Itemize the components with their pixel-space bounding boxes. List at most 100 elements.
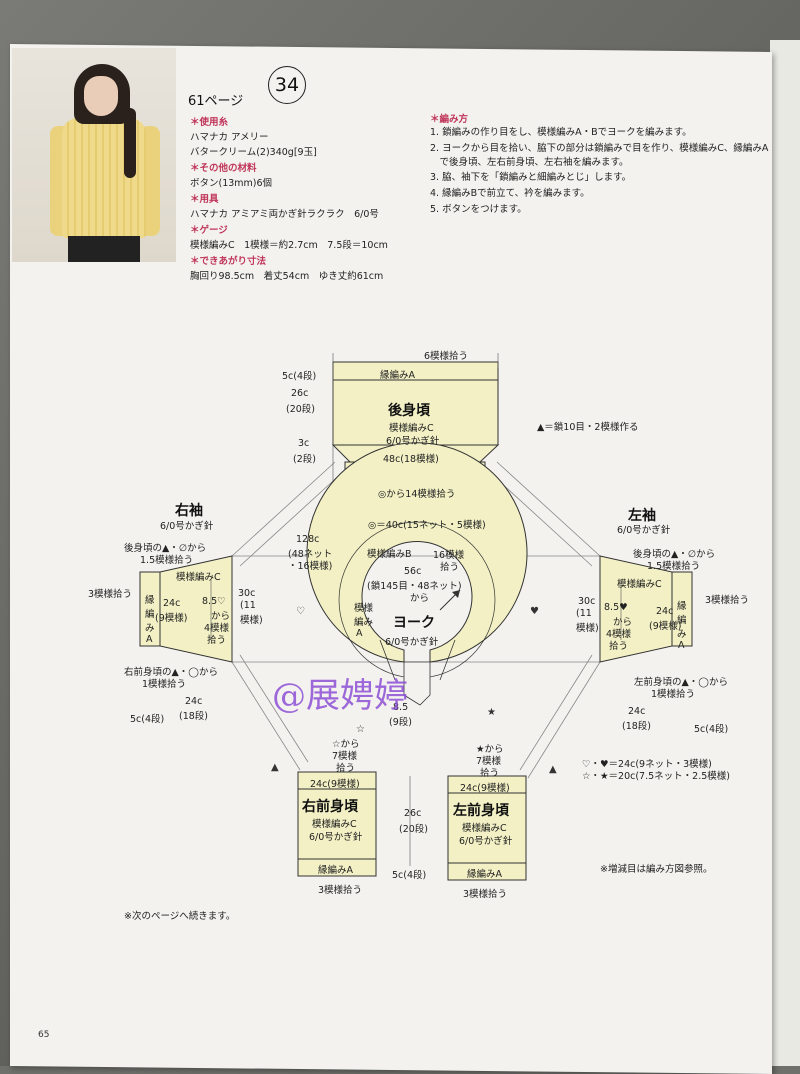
yarn-line1: ハマナカ アメリー [190, 132, 269, 143]
yoke-top-note: ◎＝40c(15ネット・5模様) [368, 520, 486, 531]
left-sleeve-w24: 24c [628, 706, 646, 717]
yoke-pattern-a-1: 模様 [354, 603, 374, 614]
left-sleeve-front-2: 1模様拾う [651, 689, 696, 700]
left-sleeve-w5: 5c(4段) [694, 724, 729, 735]
right-front-width: 24c(9模様) [310, 779, 360, 790]
gauge-title: ＊ゲージ [190, 225, 228, 236]
left-front-from-2: 7模様 [476, 756, 502, 767]
left-sleeve-pattern: 模様編みC [617, 579, 662, 590]
legend-hearts: ♡・♥＝24c(9ネット・3模様) [582, 759, 712, 770]
back-pattern: 模様編みC [389, 423, 434, 434]
right-sleeve-border-4: A [146, 634, 153, 645]
right-front-hook: 6/0号かぎ針 [309, 832, 363, 843]
left-sleeve-border-3: み [677, 629, 687, 640]
instruction-step: 4. 縁編みBで前立て、衿を編みます。 [430, 188, 590, 199]
back-dim-20: (20段) [286, 404, 316, 415]
left-front-dim-5c: 5c(4段) [392, 870, 427, 881]
right-sleeve-hook: 6/0号かぎ針 [160, 521, 214, 532]
yoke-pattern-a-2: 編み [354, 617, 374, 628]
right-sleeve-24c: 24c [163, 598, 181, 609]
instruction-step: 5. ボタンをつけます。 [430, 204, 527, 215]
left-sleeve-pickup-1: 後身頃の▲・∅から [633, 549, 716, 560]
left-sleeve-9: (9模様) [649, 621, 682, 632]
right-sleeve-border-3: み [145, 623, 155, 634]
yoke-outer-1: 128c [296, 534, 320, 545]
left-front-body-piece [409, 775, 527, 881]
back-pickup-bottom: ◎から14模様拾う [378, 489, 456, 500]
instruction-step: 2. ヨークから目を拾い、脇下の部分は鎖編みで目を作り、模様編みC、縁編みA [430, 143, 769, 154]
right-sleeve-border-1: 縁 [145, 595, 155, 606]
back-hook: 6/0号かぎ針 [386, 436, 440, 447]
right-sleeve-pickup-2: 1.5模様拾う [140, 555, 194, 566]
yoke-title: ヨーク [393, 615, 435, 631]
yoke-inner-2: (鎖145目・48ネット) [367, 581, 462, 592]
back-width: 48c(18模様) [383, 454, 439, 465]
right-sleeve-title: 右袖 [175, 503, 203, 519]
star-filled-icon: ★ [487, 707, 496, 718]
yoke-pattern-b: 模様編みB [367, 549, 412, 560]
gauge-line: 模様編みC 1模様＝約2.7cm 7.5段＝10cm [190, 240, 388, 251]
left-sleeve-front-1: 左前身頃の▲・◯から [634, 677, 728, 688]
yoke-outer-3: ・16模様) [288, 561, 333, 572]
right-sleeve-border-2: 編 [145, 609, 155, 620]
left-front-pickup-bottom: 3模様拾う [463, 889, 508, 900]
right-sleeve-w24: 24c [185, 696, 203, 707]
left-sleeve-border-4: A [678, 640, 685, 651]
instruction-step: 3. 脇、袖下を「鎖編みと細編みとじ」します。 [430, 172, 632, 183]
left-sleeve-title: 左袖 [628, 508, 656, 524]
right-sleeve-w5: 5c(4段) [130, 714, 165, 725]
right-sleeve-w18: (18段) [179, 711, 209, 722]
back-dim-3c: 3c [298, 438, 310, 449]
right-sleeve-pickup-1: 後身頃の▲・∅から [124, 543, 207, 554]
right-sleeve-30c: 30c [238, 588, 256, 599]
left-sleeve-inner-2: から [613, 617, 633, 628]
yoke-piece [306, 442, 528, 706]
right-sleeve-inner-1: 8.5♡ [202, 596, 226, 607]
right-front-border: 縁編みA [318, 865, 353, 876]
left-sleeve-24c: 24c [656, 606, 674, 617]
yoke-pattern-a-3: A [356, 628, 363, 639]
yarn-title: ＊使用糸 [190, 117, 229, 128]
chain-note: ▲＝鎖10目・2模様作る [537, 422, 639, 433]
left-sleeve-border-2: 編 [677, 615, 687, 626]
size-title: ＊できあがり寸法 [190, 256, 267, 267]
tools-line: ハマナカ アミアミ両かぎ針ラクラク 6/0号 [190, 209, 379, 220]
back-dim-5c: 5c(4段) [282, 371, 317, 382]
right-front-pattern: 模様編みC [312, 819, 357, 830]
right-sleeve-pattern: 模様編みC [176, 572, 221, 583]
left-sleeve-piece [599, 555, 693, 663]
right-front-body-piece [297, 771, 377, 877]
legend-stars: ☆・★＝20c(7.5ネット・2.5模様) [582, 771, 730, 782]
triangle-icon: ▲ [549, 764, 557, 775]
instruction-step: 1. 鎖編みの作り目をし、模様編みA・Bでヨークを編みます。 [430, 127, 692, 138]
heart-filled-icon: ♥ [530, 606, 539, 617]
back-border-label: 縁編みA [380, 370, 415, 381]
watermark-text: @展娉婷 [272, 676, 408, 716]
left-front-dim-26c: 26c [404, 808, 422, 819]
right-sleeve-11b: 模様) [240, 615, 263, 626]
right-front-pickup-bottom: 3模様拾う [318, 885, 363, 896]
left-sleeve-w18: (18段) [622, 721, 652, 732]
left-sleeve-30c: 30c [578, 596, 596, 607]
other-line: ボタン(13mm)6個 [190, 178, 273, 189]
star-outline-icon: ☆ [356, 724, 365, 735]
left-front-width: 24c(9模様) [460, 783, 510, 794]
yoke-hook: 6/0号かぎ針 [385, 637, 439, 648]
tools-title: ＊用具 [190, 194, 219, 205]
right-sleeve-side-pickup: 3模様拾う [88, 589, 133, 600]
left-sleeve-hook: 6/0号かぎ針 [617, 525, 671, 536]
right-sleeve-piece [139, 555, 233, 663]
right-sleeve-9: (9模様) [155, 613, 188, 624]
yoke-inner-3: から [410, 593, 430, 604]
yoke-16-2: 拾う [440, 562, 460, 573]
left-sleeve-inner-1: 8.5♥ [604, 602, 628, 613]
triangle-icon: ▲ [271, 762, 279, 773]
right-front-from-2: 7模様 [332, 751, 358, 762]
connector-lines [231, 461, 601, 779]
left-sleeve-11: (11 [576, 608, 592, 619]
yoke-dim-85: 8.5 [393, 702, 409, 713]
yoke-inner-1: 56c [404, 566, 422, 577]
yoke-outer-2: (48ネット [288, 549, 333, 560]
yarn-line2: バタークリーム(2)340g[9玉] [190, 147, 317, 158]
